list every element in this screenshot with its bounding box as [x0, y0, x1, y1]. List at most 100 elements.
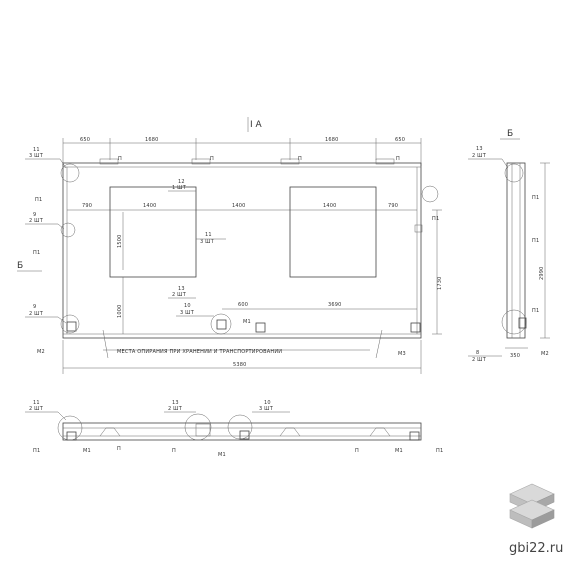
section-mark-letter: Б [17, 261, 23, 271]
detail-circle-top-left [60, 163, 80, 183]
detail-circle-bottom-mid [210, 313, 232, 335]
plan-outline [62, 422, 422, 441]
mark-p-2: П [210, 156, 214, 162]
plan-callout-13-qty: 2 ШТ [168, 406, 183, 412]
plan-detail-right [227, 414, 253, 440]
lifting-note-text: МЕСТА ОПИРАНИЯ ПРИ ХРАНЕНИИ И ТРАНСПОРТИ… [117, 349, 282, 355]
section-mark-left: Б [17, 261, 42, 272]
embedded-parts [66, 224, 423, 333]
callout-8-qty: 2 ШТ [29, 218, 44, 224]
plan-mark-m1-right: М1 [395, 448, 403, 454]
callout-11b-qty: 3 ШТ [200, 239, 215, 245]
callout-12-qty: 1 ШТ [172, 185, 187, 191]
side-callout-8-qty: 2 ШТ [472, 357, 487, 363]
plan-callout-10-num: 10 [264, 400, 271, 406]
callout-8-num: 9 [33, 212, 36, 218]
dim-3690: 3690 [328, 302, 342, 308]
side-mark-p1-c: П1 [532, 308, 539, 314]
dim-1400-center: 1400 [232, 203, 246, 209]
side-detail-bottom [501, 309, 527, 335]
callouts: 11 3 ШТ П1 9 2 ШТ П1 12 1 ШТ 11 3 ШТ 13 … [25, 147, 439, 357]
top-dimension-chain: 650 1680 1680 650 [62, 137, 422, 166]
plan-mark-m1-left: М1 [83, 448, 91, 454]
dim-600: 600 [238, 302, 248, 308]
dim-650-left: 650 [80, 137, 90, 143]
panel-outline [62, 162, 422, 339]
dim-1400-left: 1400 [143, 203, 157, 209]
dim-790-right: 790 [388, 203, 398, 209]
embed-plate-mid [216, 319, 227, 330]
plan-detail-mid [184, 413, 212, 441]
callout-12-num: 12 [178, 179, 185, 185]
window-opening-left [109, 186, 197, 278]
lifting-note: МЕСТА ОПИРАНИЯ ПРИ ХРАНЕНИИ И ТРАНСПОРТИ… [102, 329, 383, 359]
callout-10-qty: 3 ШТ [180, 310, 195, 316]
side-dim-2990: 2990 [539, 266, 545, 280]
overall-dimension: 5380 [62, 340, 422, 374]
plan-mark-m1-mid: М1 [218, 452, 226, 458]
plan-callout-13-num: 13 [172, 400, 179, 406]
plan-callout-11-num: 11 [33, 400, 40, 406]
mark-m2-left: М2 [37, 349, 45, 355]
plan-mark-p-c: П [355, 448, 359, 454]
callout-13-qty: 2 ШТ [172, 292, 187, 298]
plan-callout-10-qty: 3 ШТ [259, 406, 274, 412]
vertical-dimensions: 1000 1500 1730 [117, 209, 443, 335]
window-opening-right [289, 186, 377, 278]
plan-mark-p1-right: П1 [436, 448, 443, 454]
callout-9-qty: 2 ШТ [29, 311, 44, 317]
window-dimension-chain: 790 1400 1400 1400 790 [67, 203, 417, 211]
mark-m3-right: М3 [398, 351, 406, 357]
callout-11-num: 11 [33, 147, 40, 153]
callout-10-num: 10 [184, 303, 191, 309]
callout-13-num: 13 [178, 286, 185, 292]
side-dim-350: 350 [510, 353, 520, 359]
dim-1500: 1500 [117, 234, 123, 248]
callout-11b-num: 11 [205, 232, 212, 238]
side-view: Б 2990 350 13 2 ШТ П1 П1 П1 8 2 ШТ М2 [468, 129, 550, 363]
front-view-title: I A [250, 120, 263, 130]
mark-p-3: П [298, 156, 302, 162]
detail-circle-bottom-left [60, 314, 80, 334]
detail-circle-left-mid [60, 222, 76, 238]
dim-5380: 5380 [233, 362, 247, 368]
mark-m1-mid: М1 [243, 319, 251, 325]
side-callout-13-qty: 2 ШТ [472, 153, 487, 159]
dim-650-right: 650 [395, 137, 405, 143]
callout-9-num: 9 [33, 304, 36, 310]
detail-circle-right-top [421, 185, 439, 203]
embed-plate-mid2 [255, 322, 266, 333]
dim-1730: 1730 [437, 276, 443, 290]
bottom-internal-dims: 600 3690 [222, 302, 417, 310]
front-view: I A 650 1680 1680 650 [17, 117, 443, 374]
embed-plate-right-upper [414, 224, 423, 233]
dim-1680-right: 1680 [325, 137, 339, 143]
side-mark-p1-a: П1 [532, 195, 539, 201]
side-detail-top [504, 163, 524, 183]
side-section-outline [506, 162, 526, 339]
plan-mark-p-b: П [172, 448, 176, 454]
plan-callout-11-qty: 2 ШТ [29, 406, 44, 412]
embed-plate-right [410, 322, 421, 333]
watermark-text: gbi22.ru [509, 541, 563, 556]
bottom-view: 11 2 ШТ 13 2 ШТ 10 3 ШТ П1 М1 П П М1 П М… [25, 400, 443, 458]
plan-detail-left [57, 415, 83, 441]
top-notches [99, 158, 395, 165]
dim-1680-left: 1680 [145, 137, 159, 143]
mark-p1-left: П1 [35, 197, 42, 203]
side-view-title: Б [507, 129, 513, 139]
mark-p-4: П [396, 156, 400, 162]
mark-p-1: П [118, 156, 122, 162]
side-mark-m2: М2 [541, 351, 549, 357]
dim-1000: 1000 [117, 304, 123, 318]
embed-plate-left [66, 321, 77, 332]
callout-11-qty: 3 ШТ [29, 153, 44, 159]
dim-1400-right: 1400 [323, 203, 337, 209]
plan-mark-p-a: П [117, 446, 121, 452]
side-callout-13-num: 13 [476, 146, 483, 152]
plan-mark-p1: П1 [33, 448, 40, 454]
dim-790-left: 790 [82, 203, 92, 209]
detail-circles [60, 163, 439, 335]
